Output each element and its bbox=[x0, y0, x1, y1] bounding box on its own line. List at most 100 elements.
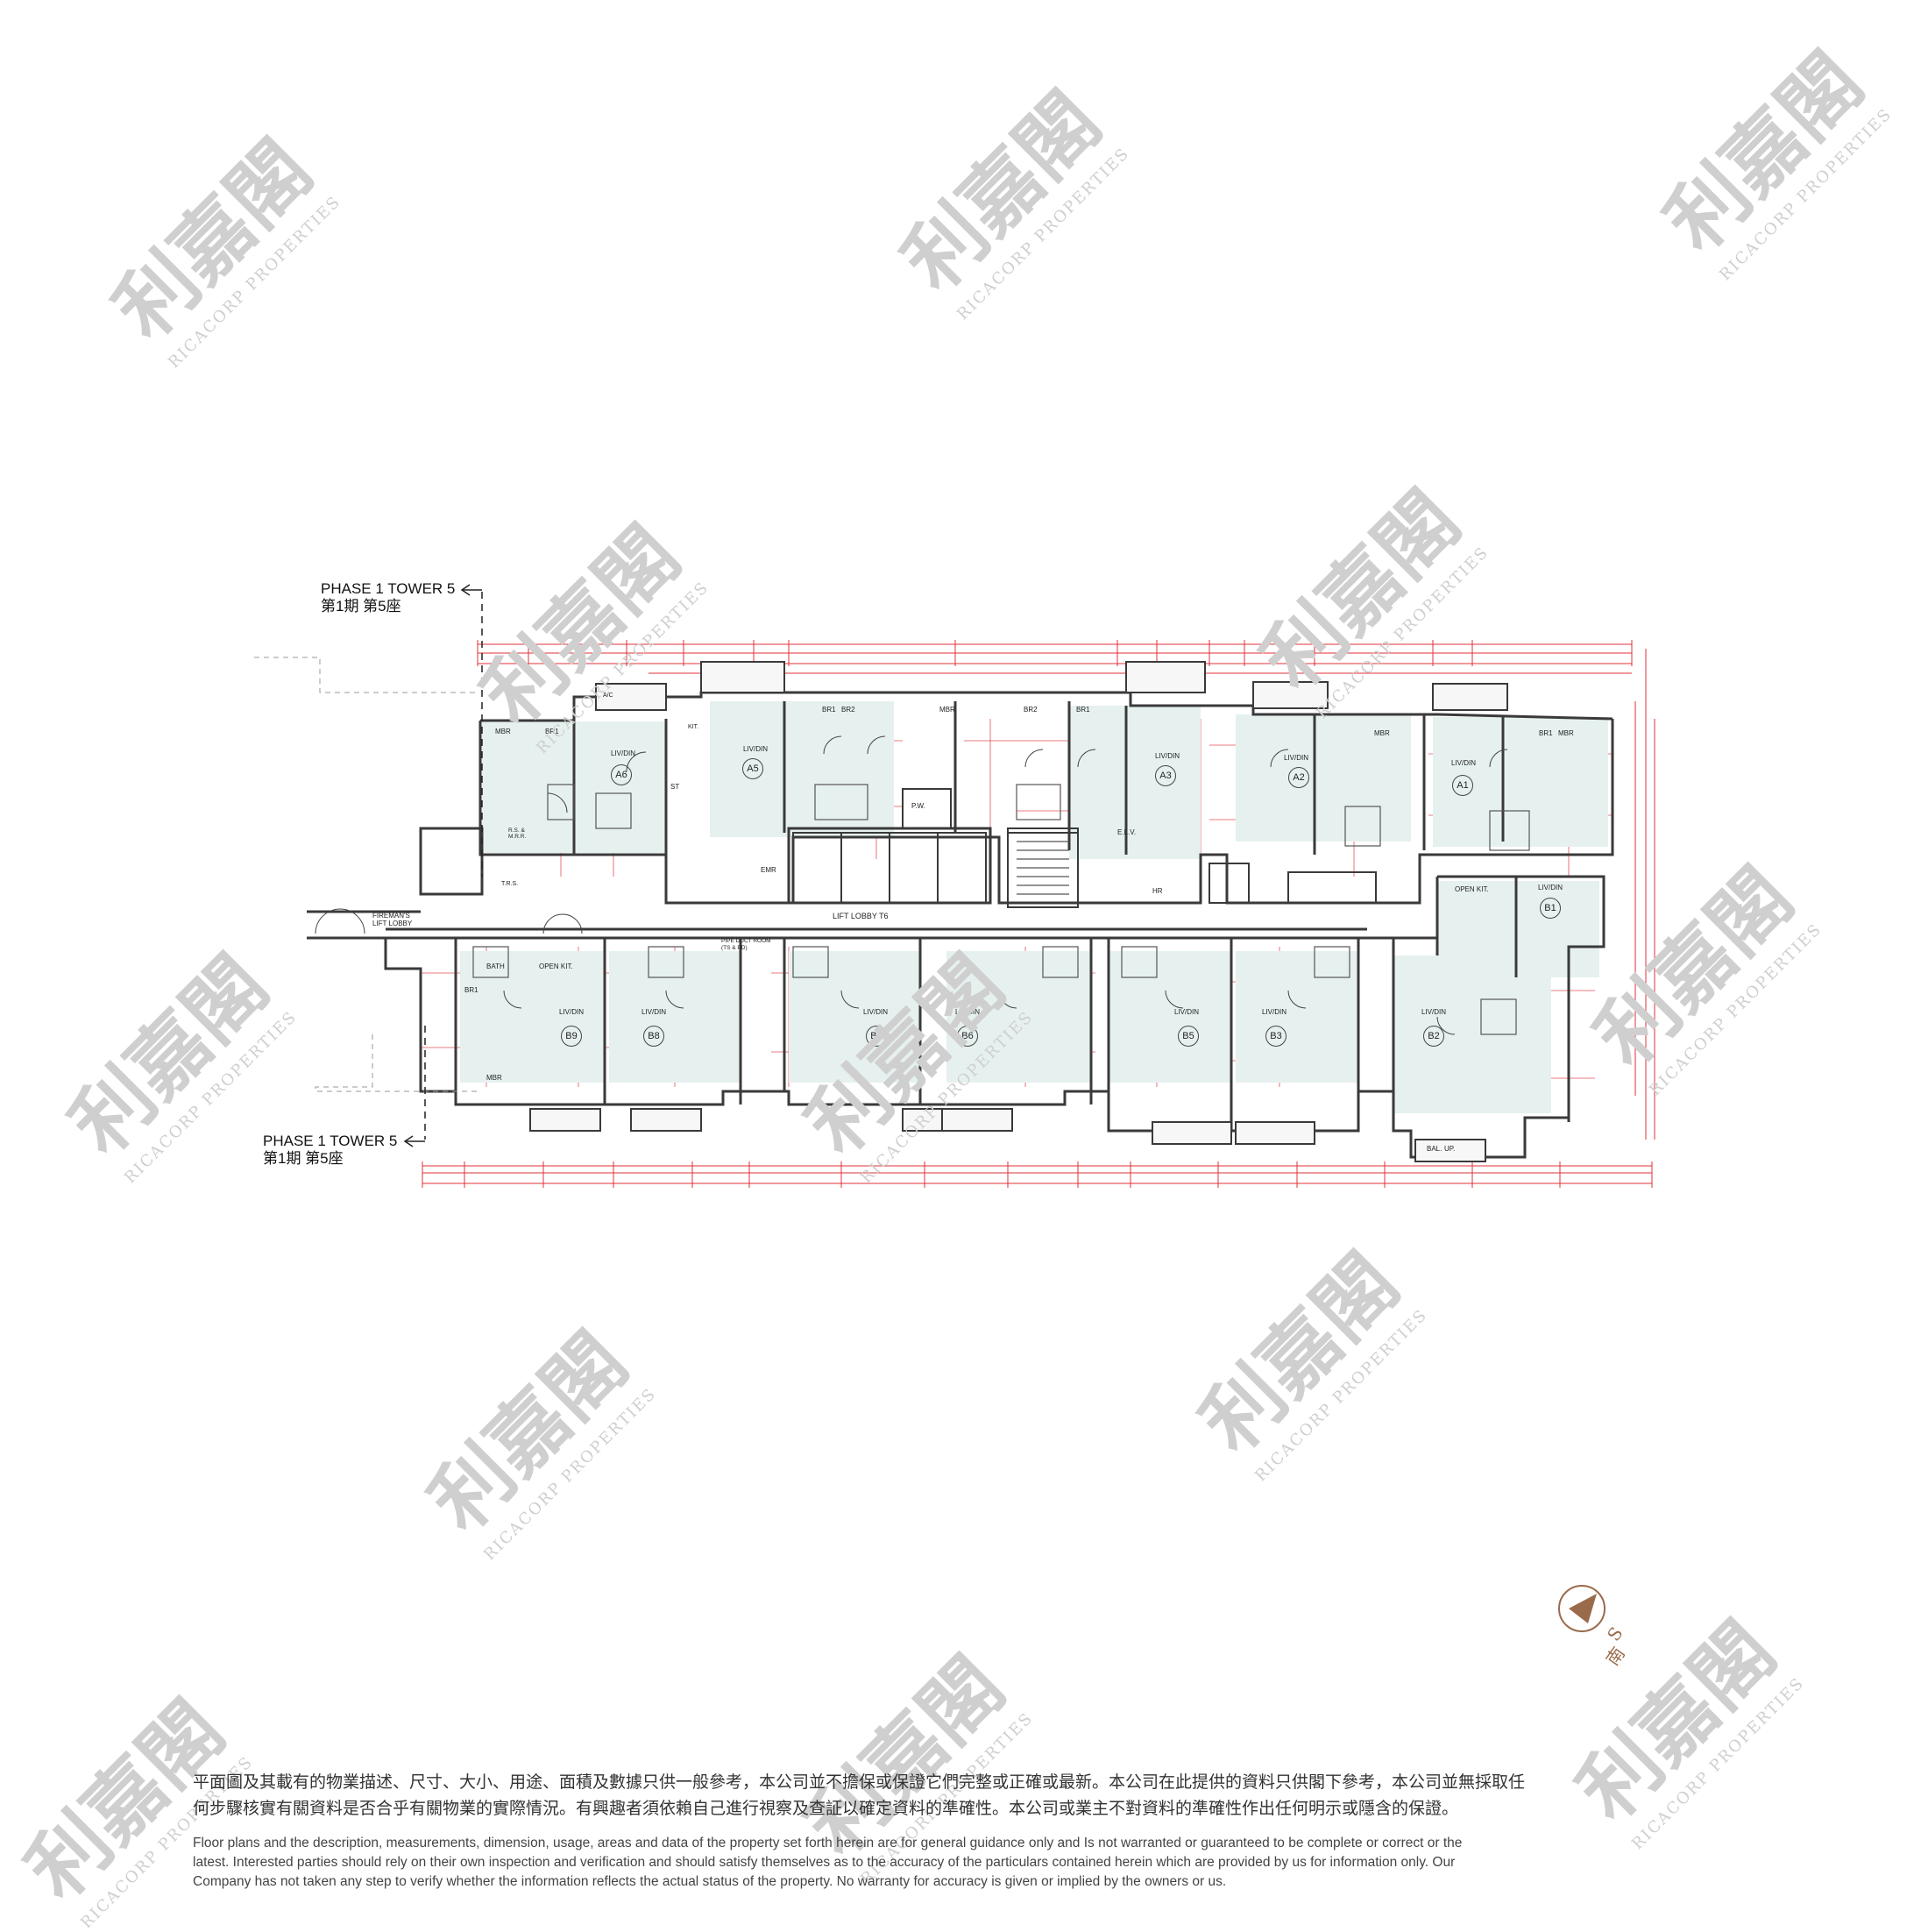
door-swings bbox=[315, 735, 1508, 1035]
unit-label-b5: B5 bbox=[1182, 1031, 1194, 1041]
room-fills-bottom bbox=[460, 881, 1599, 1113]
elv-label: E.L.V. bbox=[1117, 828, 1137, 836]
room-label-br1-a5: BR1 bbox=[822, 706, 836, 714]
room-label-livdin-a3: LIV/DIN bbox=[1155, 752, 1180, 760]
room-label-mbr-a2: MBR bbox=[1374, 729, 1390, 737]
tower-label-bottom-zh: 第1期 第5座 bbox=[263, 1150, 344, 1167]
dimension-ticks-bottom bbox=[422, 1161, 1653, 1188]
unit-marker-b8: B8 bbox=[643, 1026, 664, 1047]
dimension-lines-top bbox=[478, 643, 1632, 674]
room-label-mbr-a5: MBR bbox=[939, 706, 955, 714]
emr-label: EMR bbox=[761, 866, 776, 874]
disclaimer-en-line3: Company has not taken any step to verify… bbox=[193, 1874, 1227, 1889]
disclaimer-en-line2: latest. Interested parties should rely o… bbox=[193, 1855, 1456, 1870]
section-arrows bbox=[403, 584, 482, 1147]
disclaimer-zh-line1: 平面圖及其載有的物業描述、尺寸、大小、用途、面積及數據只供一般參考，本公司並不擔… bbox=[193, 1772, 1526, 1792]
room-label-livdin-a5: LIV/DIN bbox=[743, 745, 769, 753]
room-label-livdin-b3: LIV/DIN bbox=[1262, 1008, 1287, 1016]
room-fills-top bbox=[482, 701, 1608, 859]
unit-label-a2: A2 bbox=[1293, 772, 1305, 783]
unit-marker-b7: B7 bbox=[866, 1026, 887, 1047]
room-label-bal-b2: BAL. bbox=[1427, 1145, 1442, 1153]
room-label-livdin-a6: LIV/DIN bbox=[611, 749, 636, 757]
section-lines bbox=[424, 592, 483, 1140]
room-label-livdin-b7: LIV/DIN bbox=[863, 1008, 889, 1016]
rs-mrr-label: R.S. & M.R.R. bbox=[508, 827, 527, 840]
unit-label-b3: B3 bbox=[1270, 1031, 1282, 1041]
trs-label: T.R.S. bbox=[501, 881, 519, 887]
unit-marker-a6: A6 bbox=[611, 764, 632, 785]
lift-lobby-label: LIFT LOBBY T6 bbox=[833, 912, 889, 920]
balconies-top bbox=[595, 661, 1508, 711]
compass-rose bbox=[1558, 1585, 1605, 1632]
dimension-lines-right bbox=[1634, 649, 1655, 1140]
hr-label: HR bbox=[1152, 887, 1163, 895]
unit-marker-b5: B5 bbox=[1178, 1026, 1199, 1047]
tower-label-top-en: PHASE 1 TOWER 5 bbox=[321, 580, 456, 597]
room-label-open-kit-b9: OPEN KIT. bbox=[539, 962, 573, 970]
firemans-lobby-line2: LIFT LOBBY bbox=[372, 920, 413, 927]
pipe-duct-line2: (TS & PD) bbox=[721, 945, 748, 951]
room-label-br1-a3: BR1 bbox=[1076, 706, 1090, 714]
firemans-lobby-line1: FIREMAN'S bbox=[372, 912, 410, 920]
room-label-open-kit-b1: OPEN KIT. bbox=[1455, 885, 1489, 893]
tower-label-bottom-en: PHASE 1 TOWER 5 bbox=[263, 1133, 398, 1149]
unit-marker-a3: A3 bbox=[1155, 765, 1176, 786]
room-label-br2-a3: BR2 bbox=[1024, 706, 1038, 714]
tower-label-top-zh: 第1期 第5座 bbox=[321, 598, 401, 614]
room-label-livdin-b2: LIV/DIN bbox=[1421, 1008, 1447, 1016]
pw-label: P.W. bbox=[911, 802, 925, 810]
room-label-bath-b9: BATH bbox=[486, 962, 505, 970]
pipe-duct-label: PIPE DUCT ROOM (TS & PD) bbox=[721, 938, 771, 952]
unit-label-a6: A6 bbox=[615, 770, 627, 780]
tower5-boundaries bbox=[254, 657, 478, 1092]
unit-marker-b3: B3 bbox=[1265, 1026, 1287, 1047]
unit-label-a3: A3 bbox=[1159, 771, 1172, 781]
unit-marker-a1: A1 bbox=[1452, 775, 1473, 796]
room-label-st-a5: ST bbox=[670, 783, 680, 791]
disclaimer-zh-line2: 何步驟核實有關資料是否合乎有關物業的實際情況。有興趣者須依賴自己進行視察及查証以… bbox=[193, 1799, 1459, 1818]
unit-label-b9: B9 bbox=[565, 1031, 578, 1041]
tower-label-bottom: PHASE 1 TOWER 5 第1期 第5座 bbox=[263, 1133, 397, 1168]
dimension-lines-bottom bbox=[422, 1165, 1652, 1184]
firemans-lobby-label: FIREMAN'S LIFT LOBBY bbox=[372, 912, 412, 927]
pipe-duct-line1: PIPE DUCT ROOM bbox=[721, 938, 771, 944]
room-label-br1-a1: BR1 bbox=[1539, 729, 1553, 737]
tower-label-top: PHASE 1 TOWER 5 第1期 第5座 bbox=[321, 580, 455, 615]
unit-marker-b9: B9 bbox=[561, 1026, 582, 1047]
unit-marker-b6: B6 bbox=[957, 1026, 978, 1047]
unit-label-a5: A5 bbox=[747, 764, 759, 774]
room-label-livdin-b5: LIV/DIN bbox=[1174, 1008, 1200, 1016]
room-label-livdin-b6: LIV/DIN bbox=[955, 1008, 981, 1016]
room-label-ac-a6: A/C bbox=[603, 693, 613, 699]
room-label-livdin-b8: LIV/DIN bbox=[641, 1008, 667, 1016]
room-label-livdin-a1: LIV/DIN bbox=[1451, 759, 1477, 767]
room-label-br1-a6: BR1 bbox=[545, 728, 559, 735]
disclaimer-en: Floor plans and the description, measure… bbox=[193, 1834, 1770, 1892]
room-label-mbr-a6: MBR bbox=[495, 728, 511, 735]
unit-label-b7: B7 bbox=[870, 1031, 882, 1041]
balconies-bottom bbox=[529, 1108, 1486, 1162]
room-label-livdin-a2: LIV/DIN bbox=[1284, 754, 1309, 762]
unit-marker-a5: A5 bbox=[742, 758, 763, 779]
unit-label-b1: B1 bbox=[1544, 903, 1556, 913]
room-label-kit-a5: KIT. bbox=[688, 724, 699, 730]
unit-label-b6: B6 bbox=[961, 1031, 974, 1041]
room-label-livdin-b1: LIV/DIN bbox=[1538, 884, 1563, 891]
unit-marker-a2: A2 bbox=[1288, 767, 1309, 788]
room-label-mbr-b9: MBR bbox=[486, 1074, 502, 1082]
disclaimer-en-line1: Floor plans and the description, measure… bbox=[193, 1836, 1463, 1850]
disclaimer-zh: 平面圖及其載有的物業描述、尺寸、大小、用途、面積及數據只供一般參考，本公司並不擔… bbox=[193, 1769, 1770, 1822]
unit-label-b8: B8 bbox=[648, 1031, 660, 1041]
interior-detail bbox=[472, 784, 1530, 1035]
room-label-livdin-b9: LIV/DIN bbox=[559, 1008, 585, 1016]
unit-marker-b1: B1 bbox=[1540, 898, 1561, 919]
room-label-mbr-a1: MBR bbox=[1558, 729, 1574, 737]
unit-label-b2: B2 bbox=[1428, 1031, 1440, 1041]
room-label-up-b2: UP. bbox=[1444, 1145, 1456, 1153]
unit-label-a1: A1 bbox=[1457, 780, 1469, 791]
unit-marker-b2: B2 bbox=[1423, 1026, 1444, 1047]
room-label-br1-b9: BR1 bbox=[464, 986, 478, 994]
room-label-br2-a5: BR2 bbox=[841, 706, 855, 714]
